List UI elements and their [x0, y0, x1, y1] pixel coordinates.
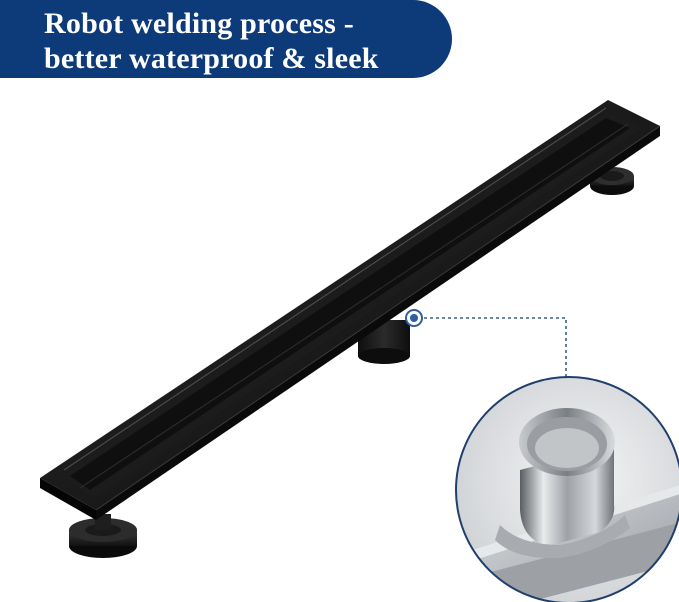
- left-leveling-foot: [69, 514, 137, 558]
- headline-line-1: Robot welding process -: [44, 7, 354, 40]
- right-leveling-foot: [590, 167, 634, 195]
- headline-line-2: better waterproof & sleek: [44, 42, 379, 75]
- headline-banner: Robot welding process - better waterproo…: [0, 0, 452, 78]
- magnified-weld-detail: [455, 376, 679, 602]
- linear-drain-body: [40, 100, 661, 520]
- callout-connector: [405, 309, 567, 378]
